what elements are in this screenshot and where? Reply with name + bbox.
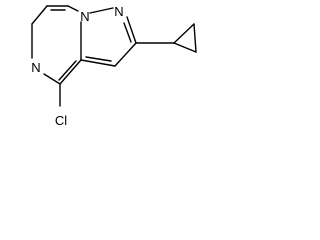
bond-c3-c3a-inner	[85, 56, 112, 62]
bond-cyclopropyl-a	[173, 23, 195, 44]
atom-label-n1: N	[80, 9, 89, 24]
bond-cyclopropyl-b	[173, 42, 197, 53]
bonds	[31, 5, 197, 107]
molecule-structure: N N N Cl	[31, 4, 197, 128]
bond-c2-c3	[114, 42, 137, 67]
bond-c3a-c4-inner	[58, 60, 77, 81]
atom-labels: N N N Cl	[31, 4, 123, 128]
bond-c4-n5	[43, 73, 61, 85]
atom-label-n2: N	[114, 4, 123, 19]
bond-c6-c7	[31, 5, 48, 25]
bond-cyclopropyl-c	[193, 23, 197, 53]
bond-c8-n1	[67, 5, 79, 12]
atom-label-cl: Cl	[55, 113, 67, 128]
bond-n1-n2	[89, 7, 114, 14]
bond-c3a-c4	[59, 59, 82, 85]
bond-n2-c2-inner	[123, 22, 132, 43]
atom-label-n5: N	[31, 60, 40, 75]
bond-c3-c3a	[80, 59, 116, 67]
bond-n2-c2	[126, 16, 137, 44]
